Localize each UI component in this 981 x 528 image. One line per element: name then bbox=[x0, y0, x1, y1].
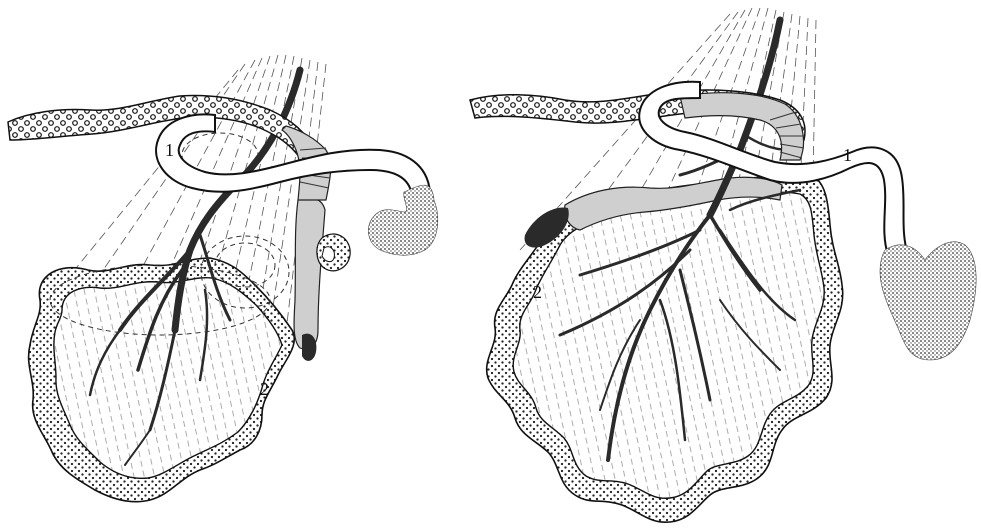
right-label-2: 2 bbox=[533, 282, 542, 302]
left-grey-band bbox=[294, 198, 325, 349]
left-figure bbox=[8, 55, 438, 502]
left-stippled-sac bbox=[368, 185, 437, 255]
right-label-1: 1 bbox=[843, 145, 852, 165]
right-stippled-sac bbox=[880, 242, 976, 360]
left-label-2: 2 bbox=[260, 379, 269, 399]
right-figure bbox=[470, 8, 976, 522]
left-label-1: 1 bbox=[165, 140, 174, 160]
